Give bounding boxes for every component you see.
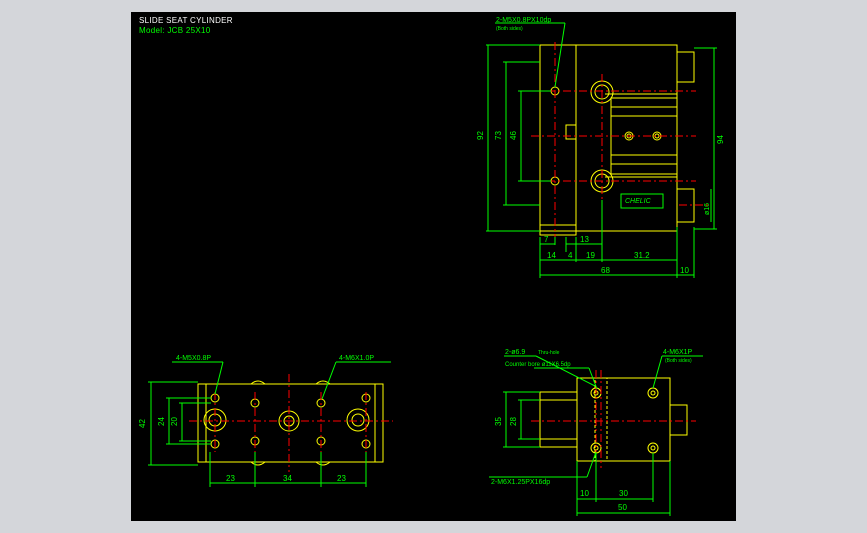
dim-side-92: 92 (476, 131, 485, 140)
dim-side-4: 4 (568, 251, 573, 260)
dim-side-rod-dia: ø16 (704, 203, 711, 215)
dim-end-50: 50 (618, 503, 627, 512)
cad-viewport[interactable]: SLIDE SEAT CYLINDER Model: JCB 25X10 (131, 12, 736, 521)
dim-end-35: 35 (494, 417, 503, 426)
side-view-callout-leader (495, 22, 566, 88)
dim-side-73: 73 (494, 131, 503, 140)
top-callout-left: 4-M5X0.8P (176, 355, 211, 362)
drawing-model: Model: JCB 25X10 (139, 26, 211, 35)
dim-side-68: 68 (601, 266, 610, 275)
dim-top-42: 42 (138, 419, 147, 428)
dim-side-46: 46 (509, 131, 518, 140)
end-callout-thru: 2-ø6.9 (505, 349, 525, 356)
side-callout-thread: 2-M5X0.8PX10dp (496, 17, 551, 24)
end-callout-right-note: (Both sides) (665, 358, 692, 364)
side-view-dimensions (486, 44, 717, 278)
dim-side-94: 94 (716, 135, 725, 144)
dim-side-10: 10 (680, 266, 689, 275)
dim-side-31: 31.2 (634, 251, 650, 260)
top-view-centerlines (189, 374, 393, 472)
top-view-dimensions (148, 361, 391, 487)
dim-end-30: 30 (619, 489, 628, 498)
dim-side-14: 14 (547, 251, 556, 260)
dim-side-7: 7 (544, 235, 549, 244)
drawing-title: SLIDE SEAT CYLINDER (139, 16, 233, 25)
end-callout-right: 4-M6X1P (663, 349, 693, 356)
dim-top-20: 20 (170, 417, 179, 426)
side-view-outline (539, 44, 695, 236)
nameplate (620, 193, 664, 209)
dim-top-23a: 23 (226, 474, 235, 483)
end-view-centerlines (531, 370, 696, 468)
side-view-centerlines (531, 42, 711, 237)
dim-side-13: 13 (580, 235, 589, 244)
end-callout-counterbore: Counter bore ø11X6.5dp (505, 362, 571, 368)
dim-end-28: 28 (509, 417, 518, 426)
end-callout-thru-note: Thru-hole (538, 350, 560, 356)
side-callout-note: (Both sides) (496, 26, 523, 32)
end-view[interactable]: 35 28 10 30 50 2-ø6.9 Thru-hole Counter … (489, 349, 703, 516)
top-view-outline (197, 380, 384, 466)
dim-side-19: 19 (586, 251, 595, 260)
end-view-outline (539, 377, 688, 462)
dim-end-10: 10 (580, 489, 589, 498)
end-callout-bottom: 2-M6X1.25PX16dp (491, 479, 550, 486)
top-callout-right: 4-M6X1.0P (339, 355, 374, 362)
nameplate-text: CHELIC (625, 198, 652, 205)
side-view[interactable]: CHELIC (476, 17, 725, 278)
dim-top-23b: 23 (337, 474, 346, 483)
end-view-dimensions (489, 355, 703, 516)
top-view[interactable]: 42 24 20 23 34 23 4-M5X0.8P 4-M6X1.0P (138, 355, 393, 487)
dim-top-34: 34 (283, 474, 292, 483)
dim-top-24: 24 (157, 417, 166, 426)
cad-drawing: CHELIC (138, 17, 725, 516)
